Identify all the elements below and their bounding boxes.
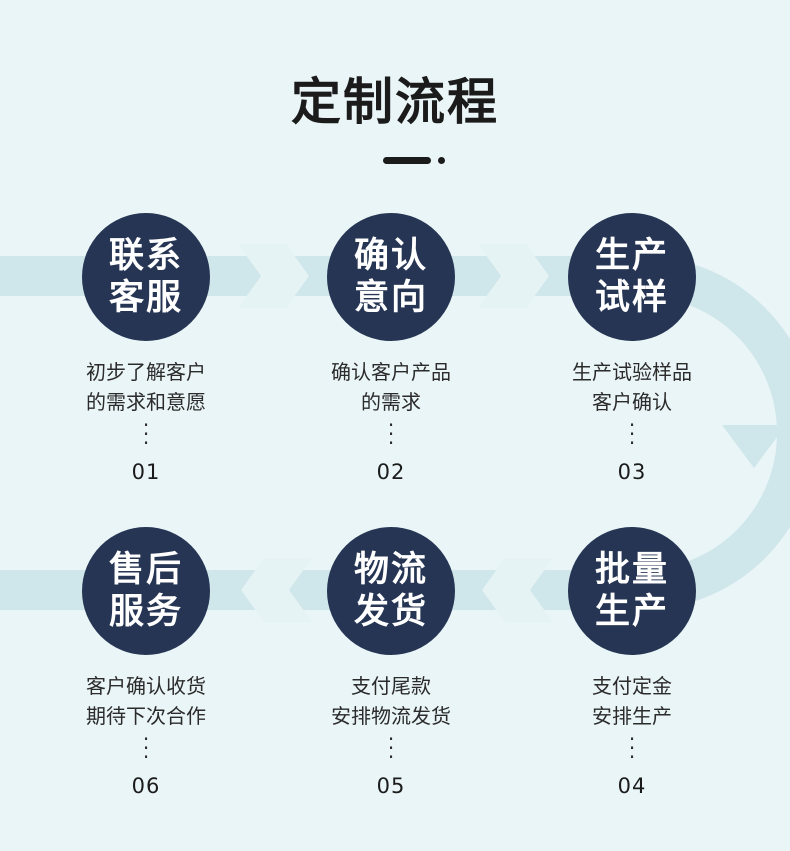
step-desc-line1: 支付尾款 [351,674,431,698]
step-number: 05 [376,774,406,798]
step-description: 支付尾款 安排物流发货 [291,671,491,731]
step-card-01: 联系 客服 初步了解客户 的需求和意愿 ··· 01 [46,213,246,484]
step-title-line1: 联系 [108,236,183,276]
step-title-line2: 试样 [594,278,669,318]
step-desc-line2: 客户确认 [592,390,672,414]
vertical-dots: ··· [142,727,150,769]
step-desc-line2: 的需求和意愿 [86,390,206,414]
step-desc-line1: 客户确认收货 [86,674,206,698]
step-card-02: 确认 意向 确认客户产品 的需求 ··· 02 [291,213,491,484]
vertical-dots: ··· [387,413,395,455]
step-card-03: 生产 试样 生产试验样品 客户确认 ··· 03 [532,213,732,484]
step-title-line1: 物流 [353,550,428,590]
vertical-dots: ··· [628,413,636,455]
vertical-dots: ··· [142,413,150,455]
step-title-line2: 客服 [108,278,183,318]
step-circle: 生产 试样 [568,213,696,341]
step-circle: 确认 意向 [327,213,455,341]
step-number: 02 [376,460,406,484]
step-desc-line1: 生产试验样品 [572,360,692,384]
title-dot [438,157,445,164]
step-card-06: 售后 服务 客户确认收货 期待下次合作 ··· 06 [46,527,246,798]
step-desc-line2: 安排生产 [592,704,672,728]
step-desc-line2: 期待下次合作 [86,704,206,728]
step-title-line1: 售后 [108,550,183,590]
step-number: 04 [617,774,647,798]
step-description: 生产试验样品 客户确认 [532,357,732,417]
step-desc-line1: 确认客户产品 [331,360,451,384]
step-card-04: 批量 生产 支付定金 安排生产 ··· 04 [532,527,732,798]
chevrons-bottom [241,558,553,622]
step-card-05: 物流 发货 支付尾款 安排物流发货 ··· 05 [291,527,491,798]
step-desc-line2: 安排物流发货 [331,704,451,728]
step-title-line2: 发货 [353,592,428,632]
vertical-dots: ··· [628,727,636,769]
step-number: 06 [131,774,161,798]
step-description: 支付定金 安排生产 [532,671,732,731]
chevrons-top [238,244,549,308]
step-circle: 物流 发货 [327,527,455,655]
step-number: 03 [617,460,647,484]
step-desc-line1: 支付定金 [592,674,672,698]
step-circle: 售后 服务 [82,527,210,655]
step-title-line2: 意向 [353,278,428,318]
step-title-line1: 生产 [594,236,669,276]
curve-band [639,256,790,610]
step-description: 客户确认收货 期待下次合作 [46,671,246,731]
step-desc-line2: 的需求 [361,390,421,414]
vertical-dots: ··· [387,727,395,769]
page-title: 定制流程 [291,73,499,131]
step-title-line1: 确认 [353,236,428,276]
step-title-line2: 生产 [594,592,669,632]
step-title-line2: 服务 [108,592,183,632]
step-description: 初步了解客户 的需求和意愿 [46,357,246,417]
title-underline [383,157,431,164]
step-description: 确认客户产品 的需求 [291,357,491,417]
step-title-line1: 批量 [594,550,669,590]
step-number: 01 [131,460,161,484]
step-desc-line1: 初步了解客户 [86,360,206,384]
step-circle: 联系 客服 [82,213,210,341]
step-circle: 批量 生产 [568,527,696,655]
curve-arrowhead [722,425,786,468]
